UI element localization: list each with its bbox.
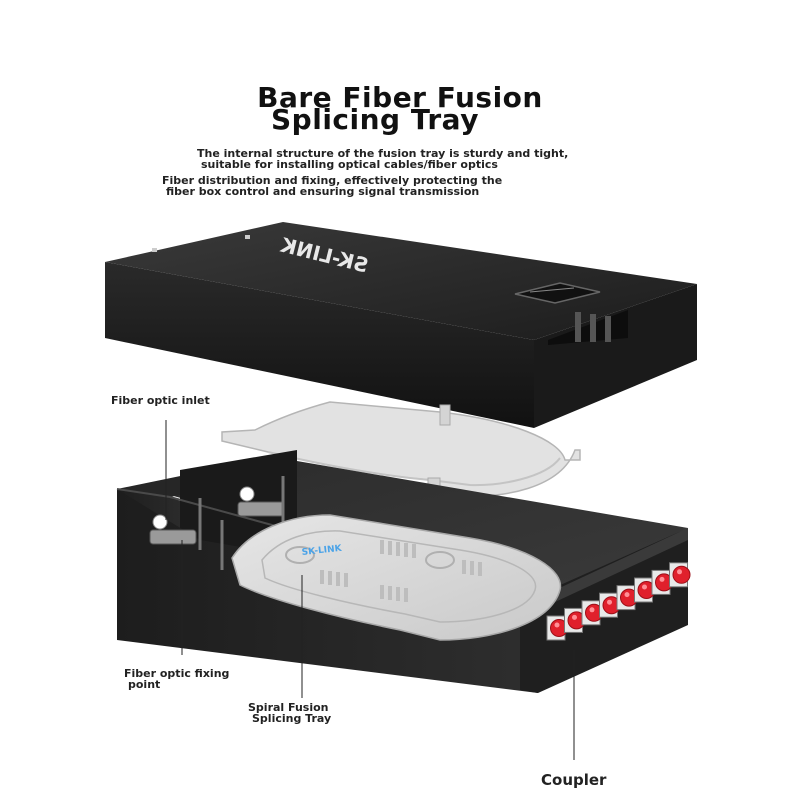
description-line-3: Fiber distribution and fixing, effective… xyxy=(162,174,503,187)
page-title-line-1: Bare Fiber Fusion xyxy=(257,81,543,114)
splice-slot xyxy=(396,587,400,601)
fixing-clamp xyxy=(149,529,197,545)
tray-channel xyxy=(261,530,537,623)
description-line-1: The internal structure of the fusion tra… xyxy=(197,147,569,160)
coupler-highlight xyxy=(642,584,647,590)
splice-slot xyxy=(412,544,416,558)
lid-notch-tab xyxy=(590,314,596,342)
splice-slot xyxy=(336,572,340,586)
callout-spiral-line-2: Splicing Tray xyxy=(252,712,332,725)
coupler-highlight xyxy=(554,622,560,628)
splice-slot xyxy=(380,585,384,599)
lid-right-face xyxy=(534,284,697,428)
splice-slot xyxy=(388,586,392,600)
splice-slot xyxy=(380,540,384,554)
splice-slot xyxy=(470,561,474,575)
splice-slot xyxy=(388,541,392,555)
coupler-highlight xyxy=(659,576,665,582)
fiber-inlet-hole xyxy=(239,486,255,502)
splice-slot xyxy=(478,562,482,576)
callout-fixing-line-2: point xyxy=(128,678,161,691)
tray-cover-clip xyxy=(439,404,451,426)
coupler-highlight xyxy=(589,607,595,613)
lid-window xyxy=(514,282,601,304)
coupler-highlight xyxy=(624,592,630,598)
coupler-highlight xyxy=(607,599,612,605)
lid-notch-tab xyxy=(605,316,611,342)
callout-fixing-line-1: Fiber optic fixing xyxy=(124,667,230,680)
fixing-clamp xyxy=(237,501,285,517)
callout-lines xyxy=(165,420,575,760)
coupler-dust-cap xyxy=(672,565,691,584)
lid-front-face xyxy=(105,262,534,428)
splice-slots xyxy=(320,540,482,602)
tray-spool xyxy=(285,546,315,564)
description-line-4: fiber box control and ensuring signal tr… xyxy=(166,185,480,198)
base-floor xyxy=(170,461,688,598)
coupler-row xyxy=(546,562,691,641)
callout-spiral-line-1: Spiral Fusion xyxy=(248,701,329,714)
tray-cover xyxy=(221,401,581,497)
splice-slot xyxy=(404,588,408,602)
splice-slot xyxy=(404,543,408,557)
lid-notch-tab xyxy=(575,312,581,342)
spiral-splicing-tray xyxy=(231,514,562,641)
fiber-inlet-hole xyxy=(152,514,168,530)
faceplate-top-edge xyxy=(538,528,688,610)
tray-body xyxy=(231,514,562,641)
lid-hole xyxy=(152,248,157,252)
tray-cover-edge xyxy=(267,451,561,487)
enclosure-lid xyxy=(105,222,697,428)
splice-slot xyxy=(328,571,332,585)
tray-spool xyxy=(425,551,455,569)
page-title-line-2: Splicing Tray xyxy=(271,103,479,136)
lid-hole xyxy=(245,235,250,239)
callout-coupler: Coupler xyxy=(541,771,607,789)
fiber-inlet-group xyxy=(149,476,285,570)
coupler-highlight xyxy=(572,614,577,620)
tray-logo: SK-LINK xyxy=(301,544,343,558)
lid-window-detail xyxy=(529,287,575,293)
splice-slot xyxy=(462,560,466,574)
splice-slot xyxy=(344,573,348,587)
splice-slot xyxy=(396,542,400,556)
callout-fiber-inlet: Fiber optic inlet xyxy=(111,394,210,407)
lid-top-surface xyxy=(105,222,697,340)
splice-slot xyxy=(320,570,324,584)
description-line-2: suitable for installing optical cables/f… xyxy=(201,158,498,171)
coupler-highlight xyxy=(677,569,682,575)
